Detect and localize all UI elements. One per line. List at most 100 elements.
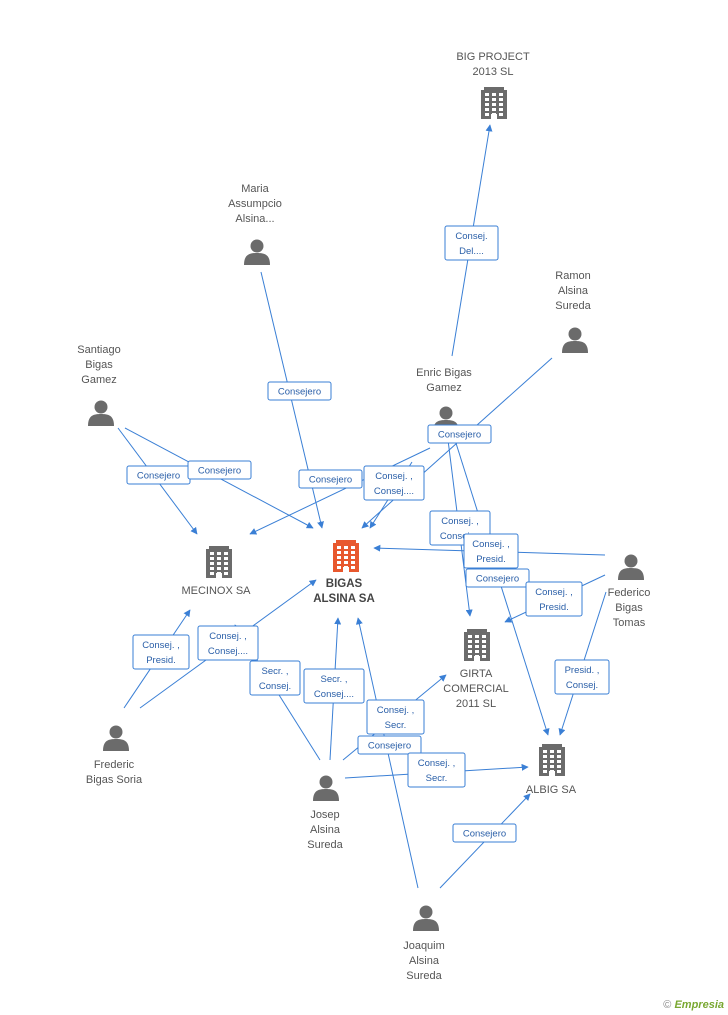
- edge-label[interactable]: Consejero: [465, 568, 530, 588]
- edge-label[interactable]: Consejero: [298, 469, 363, 489]
- edge-label-text: Consej. ,: [142, 640, 180, 651]
- person-icon: [88, 400, 114, 426]
- edge-label-text: Consejero: [368, 741, 411, 752]
- edge-label[interactable]: Presid. ,Consej.: [554, 659, 610, 695]
- node-label: GIRTA: [460, 668, 493, 680]
- edge-label[interactable]: Consej. , Presid.: [132, 634, 190, 670]
- edge-line: [249, 447, 431, 535]
- node-label: Gamez: [81, 374, 116, 386]
- edge-label[interactable]: Consej. , Presid.: [525, 581, 583, 617]
- node-label: Bigas: [85, 359, 113, 371]
- building-icon: [481, 87, 507, 119]
- node-label: ALSINA SA: [313, 593, 375, 605]
- edge-label-box: [303, 668, 365, 704]
- node-label: Sureda: [555, 300, 591, 312]
- edge-label-text: Presid.: [476, 554, 506, 565]
- node-label: Sureda: [307, 839, 343, 851]
- node-label: Bigas Soria: [86, 774, 143, 786]
- company-node-albig[interactable]: ALBIG SA: [526, 744, 577, 796]
- edge-label[interactable]: Consejero: [187, 460, 252, 480]
- node-label: Santiago: [77, 344, 120, 356]
- edge-label-text: Consejero: [137, 471, 180, 482]
- edge-label-text: Consej. ,: [375, 471, 413, 482]
- edge-label-box: [452, 823, 517, 843]
- edge-label-text: Secr.: [385, 720, 407, 731]
- copyright-icon: ©: [663, 999, 672, 1011]
- edge-label-box: [465, 568, 530, 588]
- edge-label[interactable]: Consejero: [267, 381, 332, 401]
- edge-label[interactable]: Secr. , Consej.: [249, 660, 301, 696]
- edge-label[interactable]: Consej. ,Secr.: [407, 752, 466, 788]
- edge-label[interactable]: Consejero: [427, 424, 492, 444]
- edge-label-text: Consej....: [440, 531, 480, 542]
- node-label: Joaquim: [403, 940, 445, 952]
- node-label: Gamez: [426, 382, 461, 394]
- edge-label-text: Consej....: [208, 646, 248, 657]
- node-label: Ramon: [555, 270, 590, 282]
- edge-label-text: Consej.: [259, 681, 291, 692]
- edge-label-text: Consej. ,: [441, 516, 479, 527]
- edge-label[interactable]: Consejero: [126, 465, 191, 485]
- edge-label[interactable]: Consej. , Presid.: [463, 533, 519, 569]
- edge-label-text: Consej. ,: [377, 705, 415, 716]
- edge-label[interactable]: Consej. , Consej....: [363, 465, 425, 501]
- edge-label[interactable]: Consejero: [452, 823, 517, 843]
- person-icon: [413, 905, 439, 931]
- node-label: Frederic: [94, 759, 135, 771]
- edge-label-text: Consej.: [566, 680, 598, 691]
- edge-label-text: Consej....: [374, 486, 414, 497]
- edge-label-text: Consej. ,: [472, 539, 510, 550]
- company-node-mecinox[interactable]: MECINOX SA: [181, 546, 251, 597]
- edge-label[interactable]: Consej. , Secr.: [366, 699, 425, 735]
- edge-label-text: Consej....: [314, 689, 354, 700]
- edge-label-text: Secr. ,: [262, 666, 289, 677]
- person-icon: [244, 239, 270, 265]
- edge-label[interactable]: Consej. Del....: [444, 225, 499, 261]
- edge-label-box: [463, 533, 519, 569]
- node-label: Assumpcio: [228, 198, 282, 210]
- building-icon: [333, 540, 359, 572]
- node-label: 2013 SL: [473, 66, 514, 78]
- edge-label-box: [554, 659, 610, 695]
- edge-label-box: [132, 634, 190, 670]
- node-label: Enric Bigas: [416, 367, 472, 379]
- building-icon: [464, 629, 490, 661]
- edge-label[interactable]: Consej. ,Consej....: [197, 625, 259, 661]
- edge-label-text: Consej.: [455, 231, 487, 242]
- person-icon: [618, 554, 644, 580]
- edge-label-text: Del....: [459, 246, 484, 257]
- edge-label-box: [366, 699, 425, 735]
- edge-label-text: Consejero: [278, 387, 321, 398]
- edge-label-box: [363, 465, 425, 501]
- edge-label-text: Presid.: [146, 655, 176, 666]
- node-label: Tomas: [613, 617, 646, 629]
- edge-label-box: [357, 735, 422, 755]
- building-icon: [206, 546, 232, 578]
- edge-label[interactable]: Consejero: [357, 735, 422, 755]
- edge-label-text: Secr.: [426, 773, 448, 784]
- node-label: Josep: [310, 809, 339, 821]
- edge-label-text: Consej. ,: [535, 587, 573, 598]
- edge-label[interactable]: Secr. ,Consej....: [303, 668, 365, 704]
- edge-label-text: Consejero: [309, 475, 352, 486]
- node-label: Alsina: [409, 955, 440, 967]
- brand-footer[interactable]: © Empresia: [663, 999, 724, 1011]
- node-label: ALBIG SA: [526, 784, 577, 796]
- edge-label-text: Consejero: [438, 430, 481, 441]
- edge-label-text: Presid.: [539, 602, 569, 613]
- person-node-maria[interactable]: MariaAssumpcioAlsina...: [228, 183, 282, 265]
- edge-label-box: [525, 581, 583, 617]
- edge-label-box: [298, 469, 363, 489]
